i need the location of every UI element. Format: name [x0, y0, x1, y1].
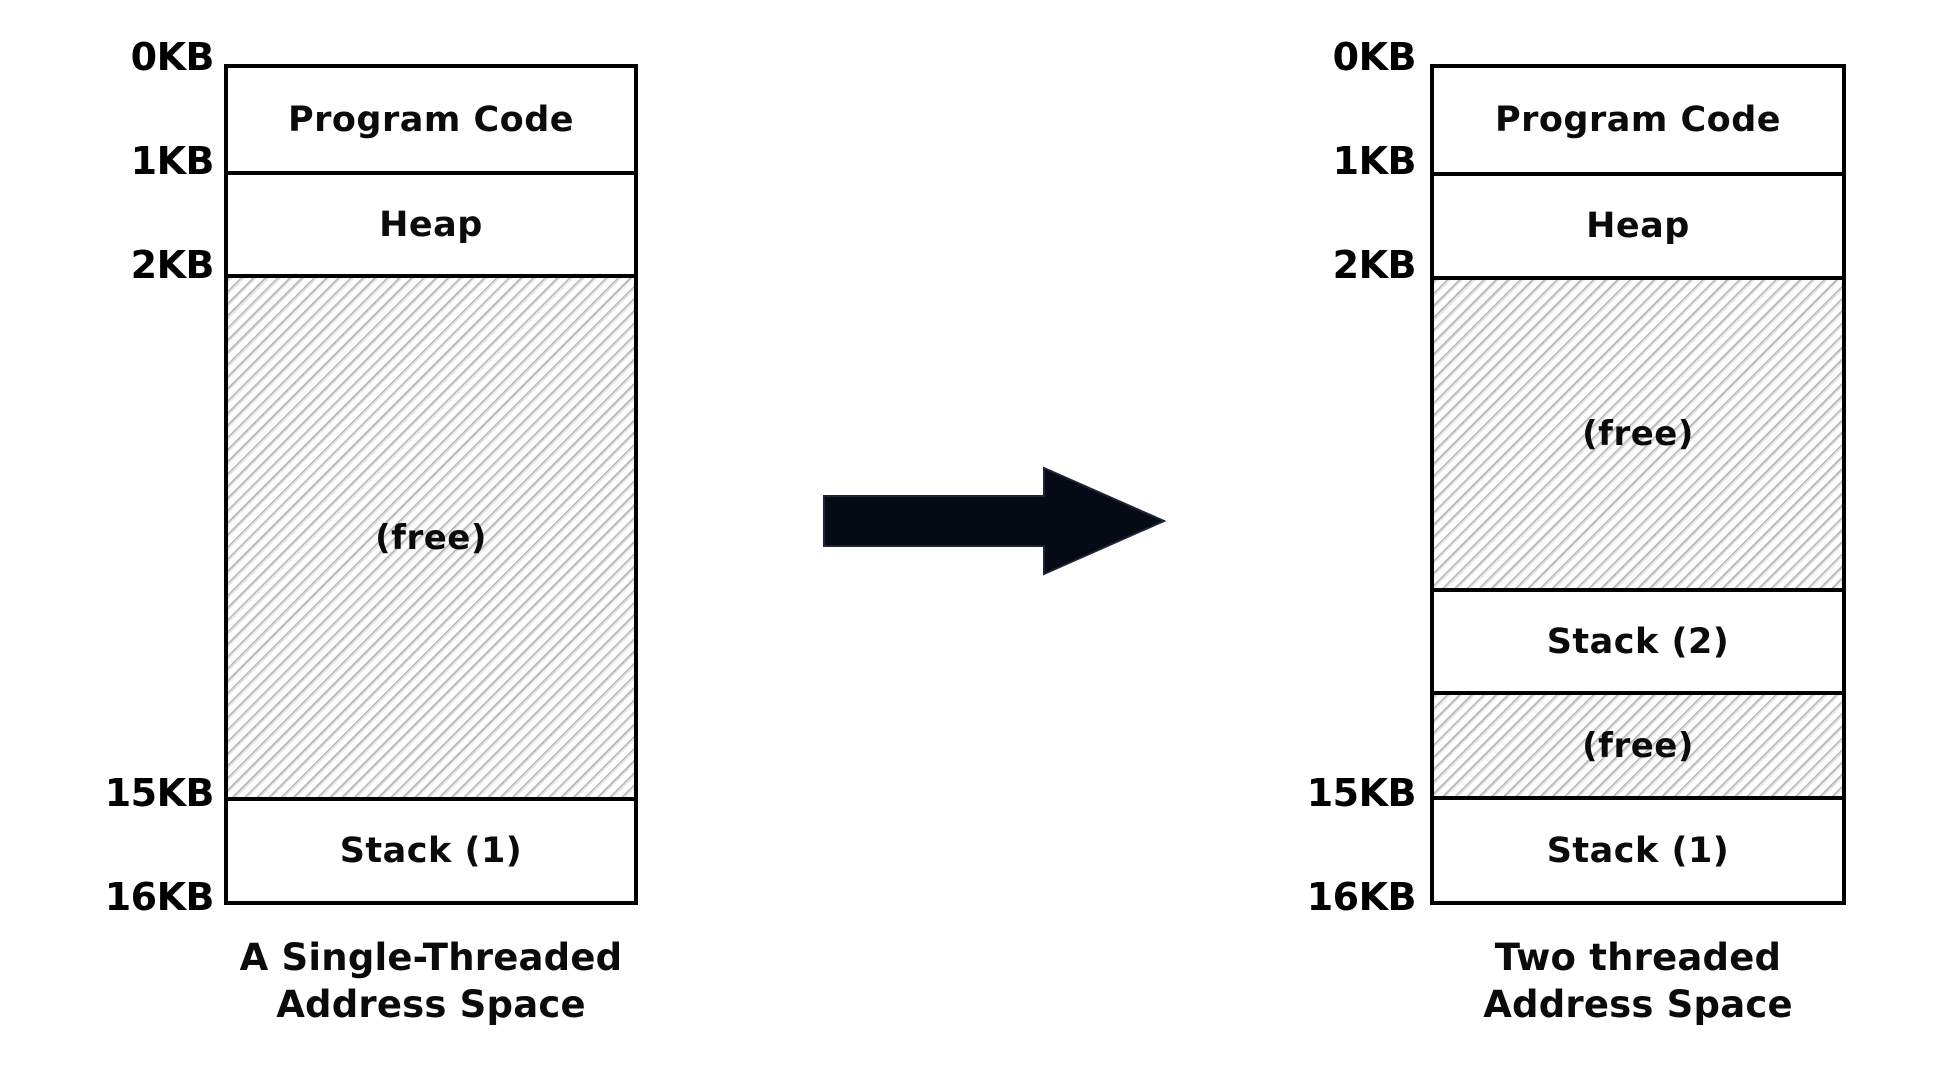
memory-region-label: (free)	[375, 517, 487, 558]
address-tick-2kb: 2KB	[130, 243, 215, 287]
memory-region-free-lower: (free)	[1434, 691, 1842, 796]
caption-line-2: Address Space	[276, 982, 586, 1026]
address-tick-0kb: 0KB	[1332, 35, 1417, 79]
address-tick-1kb: 1KB	[1332, 139, 1417, 183]
memory-region-heap: Heap	[1434, 172, 1842, 276]
right-diagram-caption: Two threaded Address Space	[1210, 935, 1951, 1029]
two-threaded-address-space-diagram: 0KB 1KB 2KB 15KB 16KB Program Code Heap …	[1210, 0, 1910, 1083]
caption-line-2: Address Space	[1483, 982, 1793, 1026]
memory-region-program-code: Program Code	[228, 68, 634, 171]
memory-region-stack-1: Stack (1)	[228, 796, 634, 901]
memory-region-stack-1: Stack (1)	[1434, 796, 1842, 901]
address-tick-2kb: 2KB	[1332, 243, 1417, 287]
single-threaded-address-space-diagram: 0KB 1KB 2KB 15KB 16KB Program Code Heap …	[0, 0, 700, 1083]
address-tick-0kb: 0KB	[130, 35, 215, 79]
address-tick-16kb: 16KB	[1306, 875, 1417, 919]
memory-region-label: Program Code	[1494, 100, 1782, 140]
memory-region-label: Stack (1)	[339, 830, 523, 871]
memory-region-stack-2: Stack (2)	[1434, 588, 1842, 691]
memory-region-label: Stack (2)	[1546, 621, 1730, 662]
left-diagram-caption: A Single-Threaded Address Space	[0, 935, 862, 1029]
memory-region-heap: Heap	[228, 171, 634, 275]
memory-region-label: Heap	[379, 204, 483, 245]
left-memory-box: Program Code Heap (free) Stack (1)	[224, 64, 638, 905]
address-tick-15kb: 15KB	[104, 771, 215, 815]
address-tick-15kb: 15KB	[1306, 771, 1417, 815]
memory-region-free-upper: (free)	[1434, 276, 1842, 588]
memory-region-label: (free)	[1582, 725, 1694, 766]
memory-region-label: Stack (1)	[1546, 830, 1730, 871]
memory-region-free: (free)	[228, 274, 634, 797]
address-tick-1kb: 1KB	[130, 139, 215, 183]
memory-region-label: Heap	[1586, 206, 1690, 246]
memory-region-program-code: Program Code	[1434, 68, 1842, 172]
address-tick-16kb: 16KB	[104, 875, 215, 919]
arrow-right-icon	[823, 466, 1166, 576]
right-memory-box: Program Code Heap (free) Stack (2) (free…	[1430, 64, 1846, 905]
transition-arrow	[822, 466, 1166, 576]
caption-line-1: Two threaded	[1494, 936, 1782, 979]
caption-line-1: A Single-Threaded	[239, 936, 623, 979]
memory-region-label: Program Code	[287, 99, 575, 140]
memory-region-label: (free)	[1582, 414, 1694, 454]
